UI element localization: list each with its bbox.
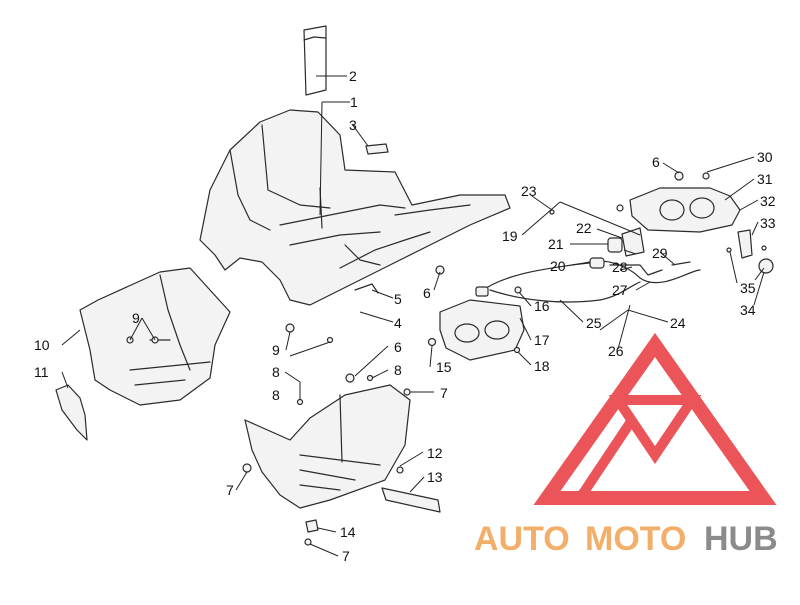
callout-6-rear: 6	[423, 285, 431, 301]
callout-labels: 2 1 3 5 4 6 6 6 30 31 32 33 35 34 23 22 …	[34, 68, 776, 564]
callout-7-bottom: 7	[342, 548, 350, 564]
callout-26: 26	[608, 343, 624, 359]
decal-sheet-part	[303, 25, 327, 96]
callout-34: 34	[740, 302, 756, 318]
callout-18: 18	[534, 358, 550, 374]
left-taillight-part	[439, 299, 525, 361]
rear-fender-part	[199, 109, 511, 306]
callout-28: 28	[612, 259, 628, 275]
callout-9-left: 9	[132, 310, 140, 326]
callout-24: 24	[670, 315, 686, 331]
callout-9-center: 9	[272, 342, 280, 358]
right-footwell-part	[244, 384, 411, 509]
callout-7-left: 7	[226, 482, 234, 498]
callout-14: 14	[340, 524, 356, 540]
callout-21: 21	[548, 236, 564, 252]
callout-29: 29	[652, 245, 668, 261]
callout-19: 19	[502, 228, 518, 244]
callout-25: 25	[586, 315, 602, 331]
callout-8-left: 8	[272, 364, 280, 380]
callout-7-right: 7	[440, 385, 448, 401]
callout-16: 16	[534, 298, 550, 314]
callout-30: 30	[757, 149, 773, 165]
watermark-triangle-icon	[533, 332, 777, 505]
mud-flap-part	[55, 384, 88, 441]
callout-35: 35	[740, 280, 756, 296]
callout-17: 17	[534, 332, 550, 348]
callout-4: 4	[394, 315, 402, 331]
leader-lines	[61, 75, 765, 557]
callout-6-mid: 6	[394, 339, 402, 355]
callout-32: 32	[760, 193, 776, 209]
callout-15: 15	[436, 359, 452, 375]
hardware-fasteners	[126, 171, 732, 546]
spacer-part	[305, 519, 319, 533]
callout-33: 33	[760, 215, 776, 231]
watermark-logo: AUTO MOTO HUB	[474, 332, 778, 558]
callout-10: 10	[34, 337, 50, 353]
callout-5: 5	[394, 291, 402, 307]
watermark-word-auto: AUTO	[474, 520, 570, 558]
right-taillight-part	[629, 187, 774, 274]
callout-22: 22	[576, 220, 592, 236]
callout-8-right: 8	[394, 362, 402, 378]
watermark-word-moto: MOTO	[585, 520, 686, 558]
callout-31: 31	[757, 171, 773, 187]
callout-6-top: 6	[652, 154, 660, 170]
callout-27: 27	[612, 282, 628, 298]
callout-23: 23	[521, 183, 537, 199]
callout-3: 3	[349, 117, 357, 133]
callout-8-lower: 8	[272, 387, 280, 403]
watermark-word-hub: HUB	[704, 520, 778, 558]
callout-2: 2	[349, 68, 357, 84]
callout-13: 13	[427, 469, 443, 485]
callout-1: 1	[350, 94, 358, 110]
callout-20: 20	[550, 258, 566, 274]
wiring-harness-part	[475, 204, 701, 303]
callout-11: 11	[34, 364, 49, 380]
footpeg-part	[381, 487, 441, 513]
label-plate-part	[365, 143, 389, 155]
callout-12: 12	[427, 445, 443, 461]
